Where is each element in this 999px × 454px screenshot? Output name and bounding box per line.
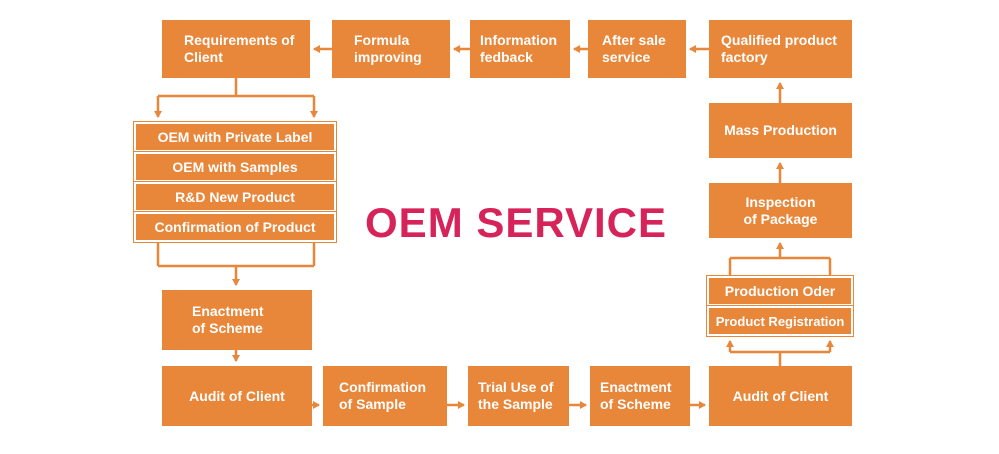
confirmation-of-sample-box: Confirmation of Sample [323, 366, 447, 426]
production-order-strip: Production Oder [706, 275, 854, 307]
requirements-of-client-box: Requirements of Client [162, 20, 310, 78]
bottom-enactment-of-scheme-box: Enactment of Scheme [590, 366, 690, 426]
after-sale-service-box: After sale service [588, 20, 686, 78]
audit-of-client-right-box: Audit of Client [709, 366, 852, 426]
confirmation-of-product-strip: Confirmation of Product [133, 211, 337, 243]
product-registration-strip: Product Registration [706, 305, 854, 337]
qualified-product-factory-box: Qualified product factory [709, 20, 852, 78]
diagram-title: OEM SERVICE [365, 199, 667, 246]
rd-new-product-strip: R&D New Product [133, 181, 337, 213]
mass-production-box: Mass Production [709, 103, 852, 158]
trial-use-of-sample-box: Trial Use of the Sample [468, 366, 569, 426]
audit-of-client-left-box: Audit of Client [162, 366, 312, 426]
left-enactment-of-scheme-box: Enactment of Scheme [162, 290, 312, 350]
formula-improving-box: Formula improving [332, 20, 450, 78]
oem-samples-strip: OEM with Samples [133, 151, 337, 183]
oem-private-label-strip: OEM with Private Label [133, 121, 337, 153]
information-fedback-box: Information fedback [470, 20, 570, 78]
inspection-of-package-box: Inspection of Package [709, 183, 852, 238]
